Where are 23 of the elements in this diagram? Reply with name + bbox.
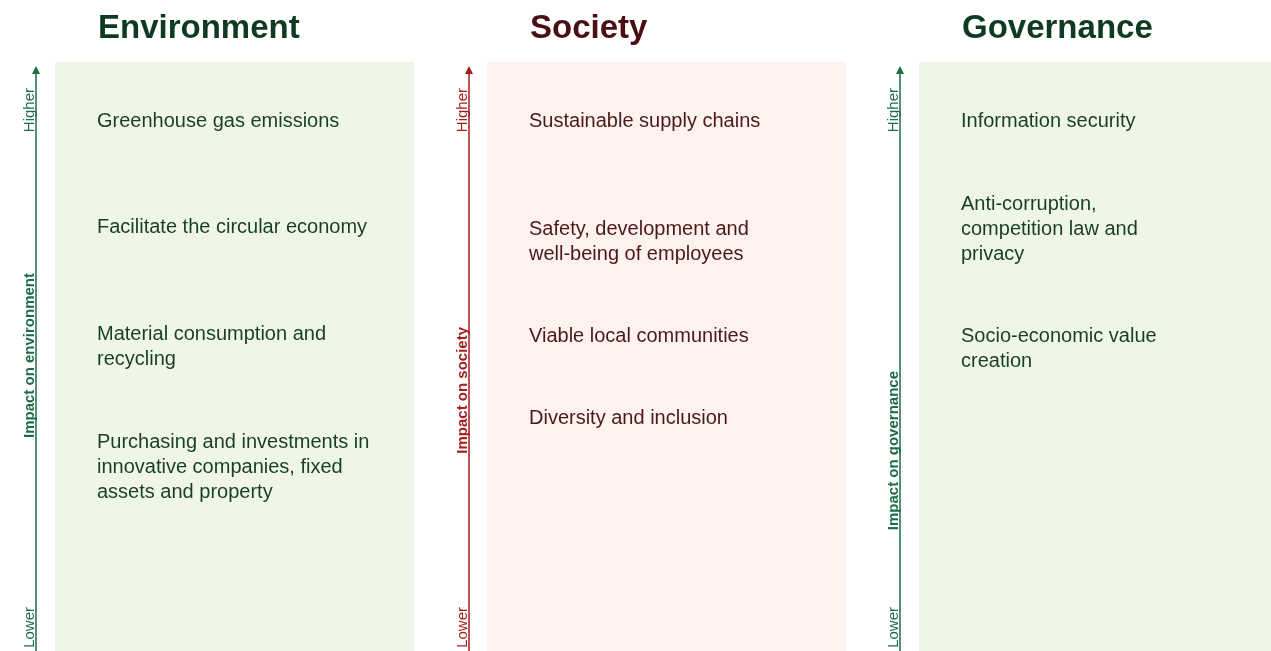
axis-end-label: Lower bbox=[883, 607, 901, 648]
topic-text: Purchasing and investments in innovative companies, fixed assets and property bbox=[97, 429, 371, 504]
topic-text: Facilitate the circular economy bbox=[97, 214, 369, 239]
topic-text: Viable local communities bbox=[529, 323, 750, 348]
topic-text: Socio-economic value creation bbox=[961, 323, 1158, 373]
axis-end-label: Lower bbox=[19, 607, 37, 648]
column-heading: Society bbox=[530, 8, 648, 46]
topic-text: Anti-corruption, competition law and privacy bbox=[961, 191, 1139, 266]
topic-text: Diversity and inclusion bbox=[529, 405, 729, 430]
column-heading: Governance bbox=[962, 8, 1153, 46]
topic-text: Safety, development and well-being of employees bbox=[529, 216, 750, 266]
axis-title: Impact on environment bbox=[19, 272, 37, 438]
topic-text: Information security bbox=[961, 108, 1137, 133]
topic-text: Greenhouse gas emissions bbox=[97, 108, 341, 133]
axis-end-label: Higher bbox=[883, 88, 901, 133]
axis-end-label: Lower bbox=[452, 607, 470, 648]
topic-text: Sustainable supply chains bbox=[529, 108, 762, 133]
topic-text: Material consumption and recycling bbox=[97, 321, 327, 371]
column-heading: Environment bbox=[98, 8, 300, 46]
axis-title: Impact on society bbox=[452, 326, 470, 454]
axis-end-label: Higher bbox=[19, 88, 37, 133]
axis-title: Impact on governance bbox=[883, 370, 901, 530]
axis-end-label: Higher bbox=[452, 88, 470, 133]
